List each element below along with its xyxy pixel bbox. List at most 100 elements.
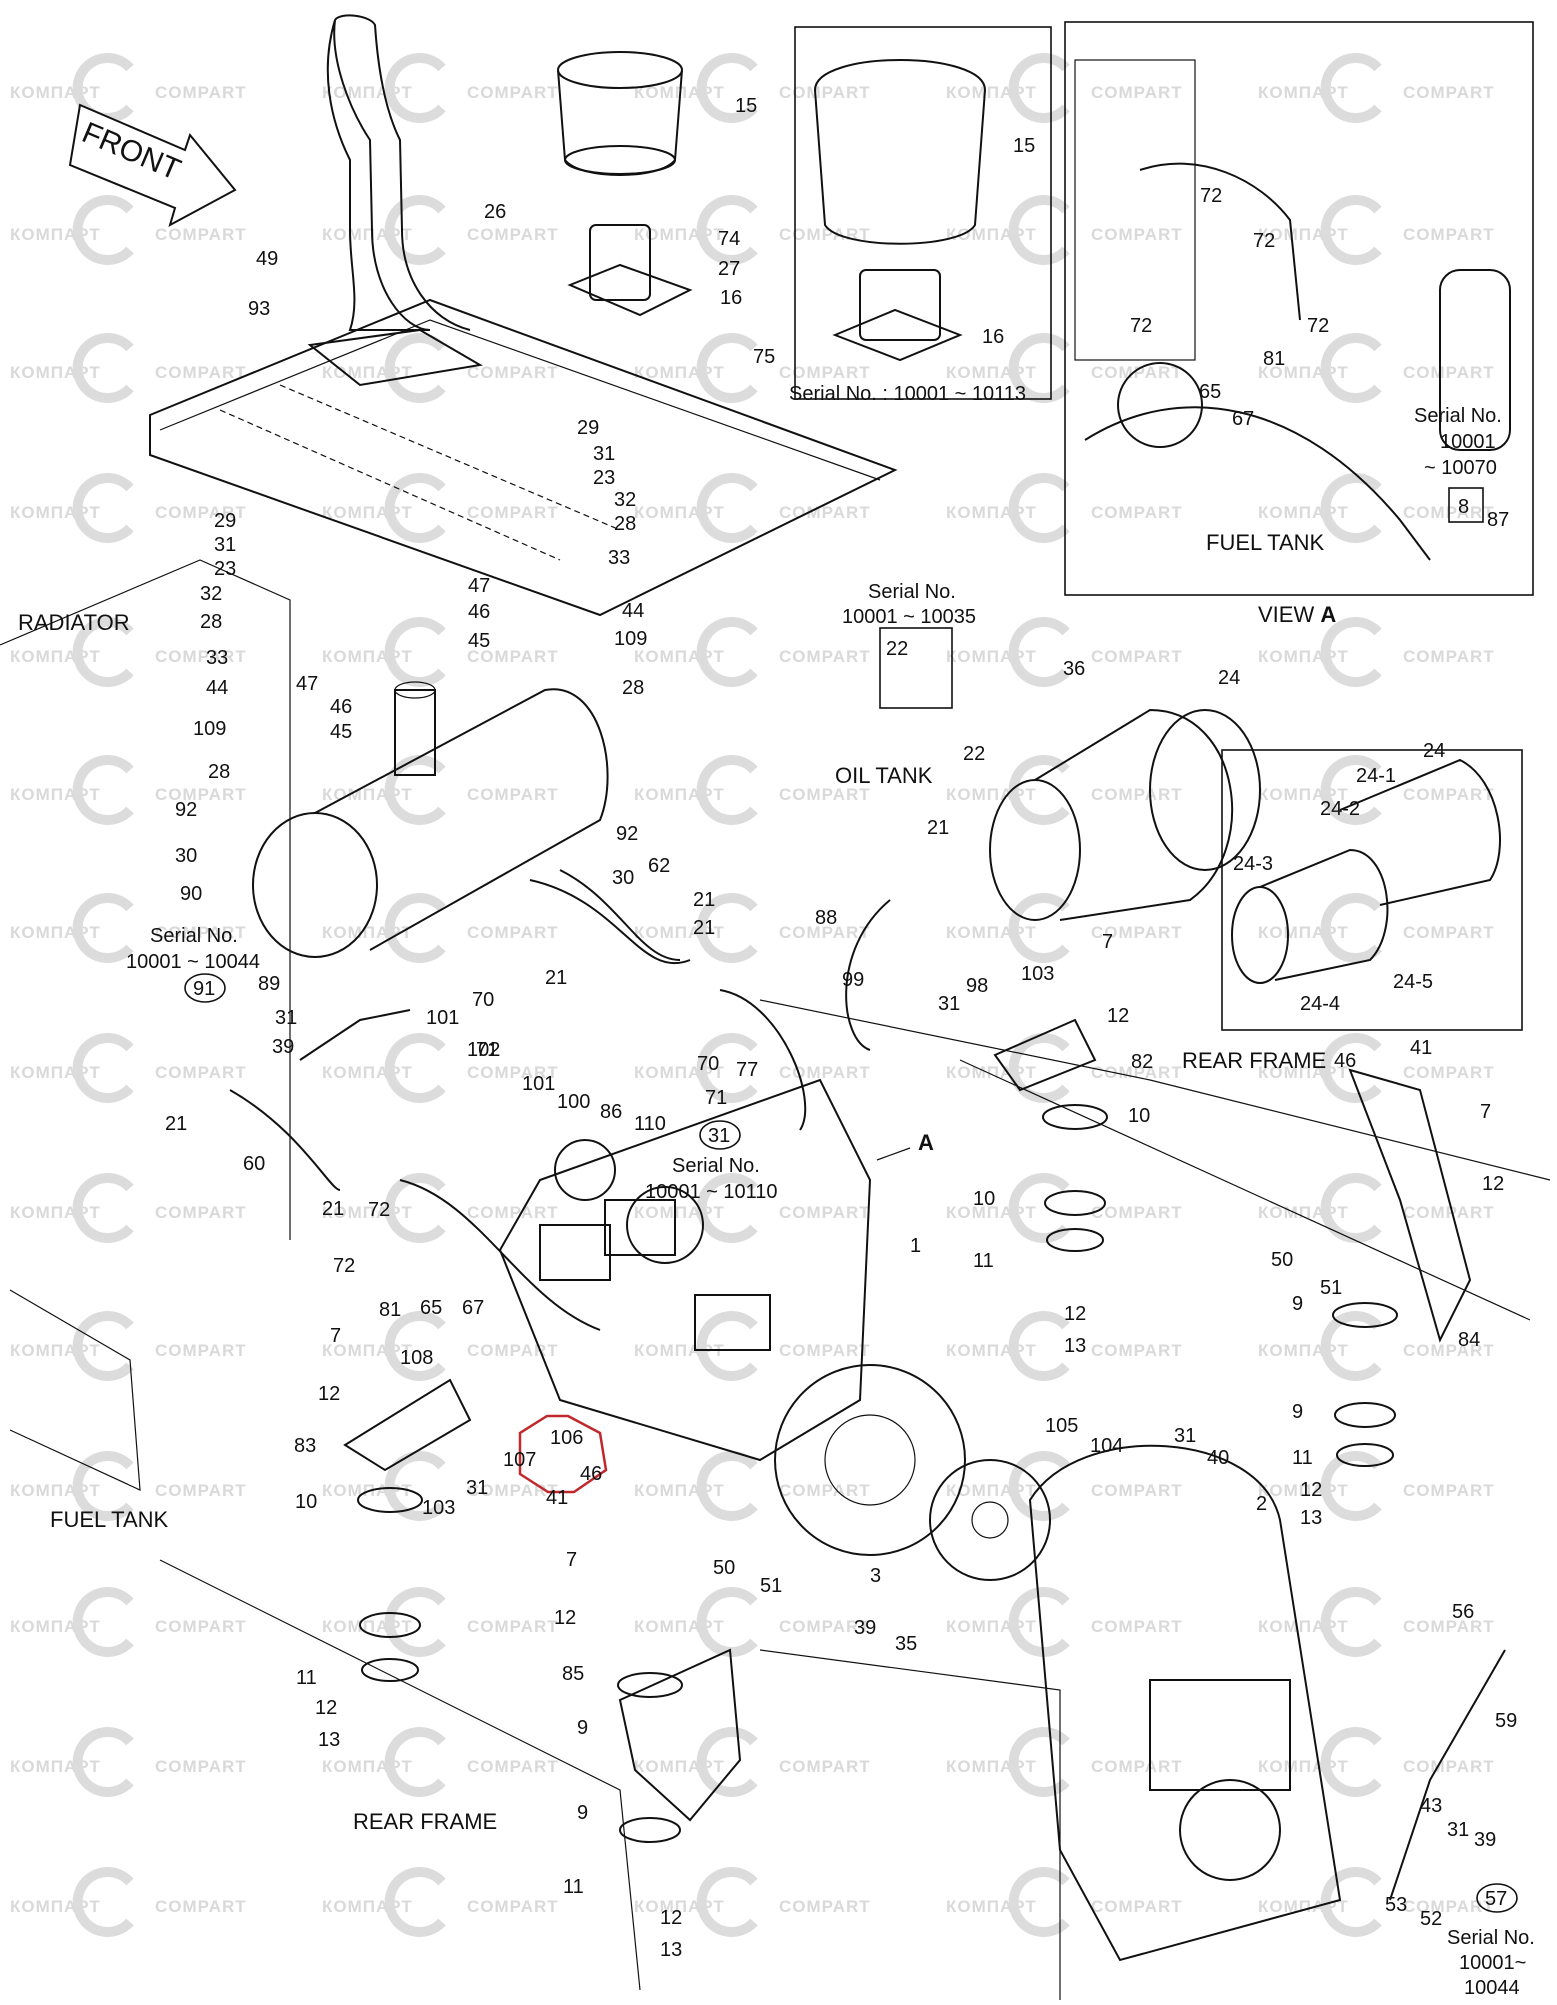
serial-note-view-a-2: 10001 xyxy=(1440,431,1496,453)
part-callout-43: 43 xyxy=(1420,1795,1442,1817)
part-callout-92: 92 xyxy=(616,823,638,845)
watermark-logo xyxy=(1008,1587,1070,1657)
watermark-text: COMPART xyxy=(779,1481,871,1500)
part-callout-13: 13 xyxy=(660,1939,682,1961)
watermark-logo xyxy=(72,473,134,543)
serial-note-muffler-1: Serial No. xyxy=(150,925,238,947)
highlighted-part-106-label: 106 xyxy=(550,1427,583,1449)
chassis-frames xyxy=(0,559,1551,2000)
air-filter-detail xyxy=(1231,758,1501,984)
watermark-logo xyxy=(384,333,446,403)
watermark-logo xyxy=(696,333,758,403)
part-callout-7: 7 xyxy=(566,1549,577,1571)
watermark-logo xyxy=(1008,893,1070,963)
watermark-text: КОМПАРТ xyxy=(946,1897,1037,1916)
part-callout-15: 15 xyxy=(1013,135,1035,157)
watermark-text: КОМПАРТ xyxy=(10,1063,101,1082)
boxed-ref-22: 22 xyxy=(886,638,908,660)
part-callout-10: 10 xyxy=(1128,1105,1150,1127)
watermark-text: КОМПАРТ xyxy=(10,785,101,804)
watermark-text: COMPART xyxy=(467,83,559,102)
watermark-text: КОМПАРТ xyxy=(634,503,725,522)
part-callout-12: 12 xyxy=(1064,1303,1086,1325)
part-callout-12: 12 xyxy=(318,1383,340,1405)
watermark-text: COMPART xyxy=(779,363,871,382)
watermark-text: КОМПАРТ xyxy=(10,923,101,942)
part-callout-110: 110 xyxy=(634,1113,666,1135)
part-callout-93: 93 xyxy=(248,298,270,320)
part-callout-16: 16 xyxy=(720,287,742,309)
part-callout-12: 12 xyxy=(1107,1005,1129,1027)
inset-air-cleaner xyxy=(813,59,987,362)
part-callout-75: 75 xyxy=(753,346,775,368)
circled-ref-57-ring xyxy=(1476,1883,1518,1913)
watermark-text: COMPART xyxy=(155,647,247,666)
watermark-text: КОМПАРТ xyxy=(946,1063,1037,1082)
part-callout-71: 71 xyxy=(705,1087,727,1109)
circled-ref-31-ring xyxy=(699,1120,741,1150)
watermark-text: КОМПАРТ xyxy=(10,1617,101,1636)
watermark-logo xyxy=(384,755,446,825)
part-callout-9: 9 xyxy=(1292,1401,1303,1423)
part-callout-2: 2 xyxy=(1256,1493,1267,1515)
part-callout-28: 28 xyxy=(208,761,230,783)
watermark-logo xyxy=(1320,1867,1382,1937)
watermark-logo xyxy=(1008,1033,1070,1103)
watermark-logo xyxy=(1320,1173,1382,1243)
watermark-text: КОМПАРТ xyxy=(634,1203,725,1222)
watermark-text: КОМПАРТ xyxy=(10,363,101,382)
part-callout-9: 9 xyxy=(577,1717,588,1739)
watermark-text: COMPART xyxy=(1091,1341,1183,1360)
part-callout-30: 30 xyxy=(175,845,197,867)
part-callout-33: 33 xyxy=(608,547,630,569)
part-callout-82: 82 xyxy=(1131,1051,1153,1073)
fuel-tank-view-label: FUEL TANK xyxy=(1206,530,1325,555)
part-callout-24-2: 24-2 xyxy=(1320,798,1360,820)
watermark-logo xyxy=(72,1033,134,1103)
part-callout-47: 47 xyxy=(296,673,318,695)
part-callout-39: 39 xyxy=(272,1036,294,1058)
intake-pipes xyxy=(229,869,891,1331)
view-a-pointer-label: A xyxy=(918,1130,934,1155)
rear-frame-bottom-label: REAR FRAME xyxy=(353,1809,497,1834)
part-callout-13: 13 xyxy=(1300,1507,1322,1529)
part-callout-105: 105 xyxy=(1045,1415,1078,1437)
watermark-logo xyxy=(384,1311,446,1381)
part-callout-101: 101 xyxy=(426,1007,459,1029)
watermark-text: COMPART xyxy=(467,785,559,804)
part-callout-72: 72 xyxy=(1200,185,1222,207)
part-callout-67: 67 xyxy=(1232,408,1254,430)
watermark-layer: КОМПАРТ COMPART КОМПАРТ COMPART КОМПАРТ COMPA… xyxy=(10,53,1494,1937)
watermark-text: КОМПАРТ xyxy=(322,1757,413,1776)
part-callout-74: 74 xyxy=(718,228,740,250)
watermark-text: КОМПАРТ xyxy=(946,1757,1037,1776)
watermark-text: COMPART xyxy=(467,363,559,382)
part-callout-46: 46 xyxy=(468,601,490,623)
part-callout-77: 77 xyxy=(736,1059,758,1081)
part-callout-103: 103 xyxy=(1021,963,1054,985)
part-callout-12: 12 xyxy=(660,1907,682,1929)
part-callout-72: 72 xyxy=(1253,230,1275,252)
watermark-text: COMPART xyxy=(467,1897,559,1916)
watermark-text: COMPART xyxy=(779,1341,871,1360)
part-callout-46: 46 xyxy=(580,1463,602,1485)
watermark-text: КОМПАРТ xyxy=(946,785,1037,804)
air-filter-housing xyxy=(989,708,1261,921)
part-callout-16: 16 xyxy=(982,326,1004,348)
watermark-logo xyxy=(696,195,758,265)
part-callout-59: 59 xyxy=(1495,1710,1517,1732)
part-callout-21: 21 xyxy=(322,1198,344,1220)
watermark-text: КОМПАРТ xyxy=(634,647,725,666)
watermark-text: КОМПАРТ xyxy=(946,83,1037,102)
engine-hood xyxy=(149,298,898,617)
watermark-text: COMPART xyxy=(467,1341,559,1360)
watermark-text: КОМПАРТ xyxy=(1258,1617,1349,1636)
watermark-logo xyxy=(72,1173,134,1243)
watermark-logo xyxy=(696,473,758,543)
part-callout-99: 99 xyxy=(842,969,864,991)
watermark-text: COMPART xyxy=(155,1203,247,1222)
watermark-logo xyxy=(696,1173,758,1243)
part-callout-31: 31 xyxy=(1174,1425,1196,1447)
watermark-text: КОМПАРТ xyxy=(634,1481,725,1500)
part-callout-107: 107 xyxy=(503,1449,536,1471)
